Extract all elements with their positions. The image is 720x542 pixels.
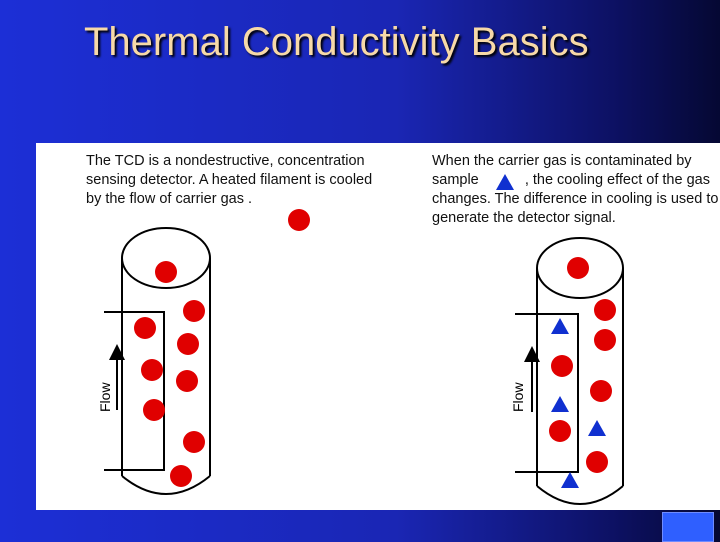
carrier-gas-molecule: [551, 355, 573, 377]
carrier-gas-molecule: [567, 257, 589, 279]
carrier-gas-molecule: [141, 359, 163, 381]
flow-label-right: Flow: [510, 382, 526, 412]
carrier-gas-molecule: [586, 451, 608, 473]
sample-molecule: [551, 318, 569, 334]
left-description: The TCD is a nondestructive, concentrati…: [86, 152, 386, 209]
sample-molecule: [551, 396, 569, 412]
carrier-gas-molecule: [549, 420, 571, 442]
carrier-gas-molecule: [590, 380, 612, 402]
carrier-gas-molecule: [177, 333, 199, 355]
right-cylinder: [515, 237, 624, 505]
carrier-gas-molecule: [155, 261, 177, 283]
right-description-part1: When the carrier gas is contaminated by …: [432, 153, 692, 188]
flow-label-left: Flow: [97, 382, 113, 412]
left-molecules: [134, 261, 205, 487]
carrier-gas-legend-icon: [288, 209, 310, 231]
carrier-gas-molecule: [183, 300, 205, 322]
right-description-part2: , the cooling effect of the gas changes.…: [432, 172, 719, 226]
right-molecules: [549, 257, 616, 488]
carrier-gas-molecule: [170, 465, 192, 487]
carrier-gas-molecule: [183, 431, 205, 453]
left-filament: [104, 311, 165, 471]
sample-legend-icon: [496, 174, 514, 190]
carrier-gas-molecule: [594, 299, 616, 321]
carrier-gas-molecule: [176, 370, 198, 392]
decorative-corner-block: [662, 512, 714, 542]
left-description-text: The TCD is a nondestructive, concentrati…: [86, 153, 373, 207]
sample-molecule: [561, 472, 579, 488]
carrier-gas-molecule: [143, 399, 165, 421]
sample-molecule: [588, 420, 606, 436]
left-cylinder: [104, 227, 211, 495]
right-description: When the carrier gas is contaminated by …: [432, 152, 720, 228]
slide-title: Thermal Conductivity Basics: [84, 20, 589, 64]
right-filament: [515, 313, 579, 473]
carrier-gas-molecule: [594, 329, 616, 351]
carrier-gas-molecule: [134, 317, 156, 339]
